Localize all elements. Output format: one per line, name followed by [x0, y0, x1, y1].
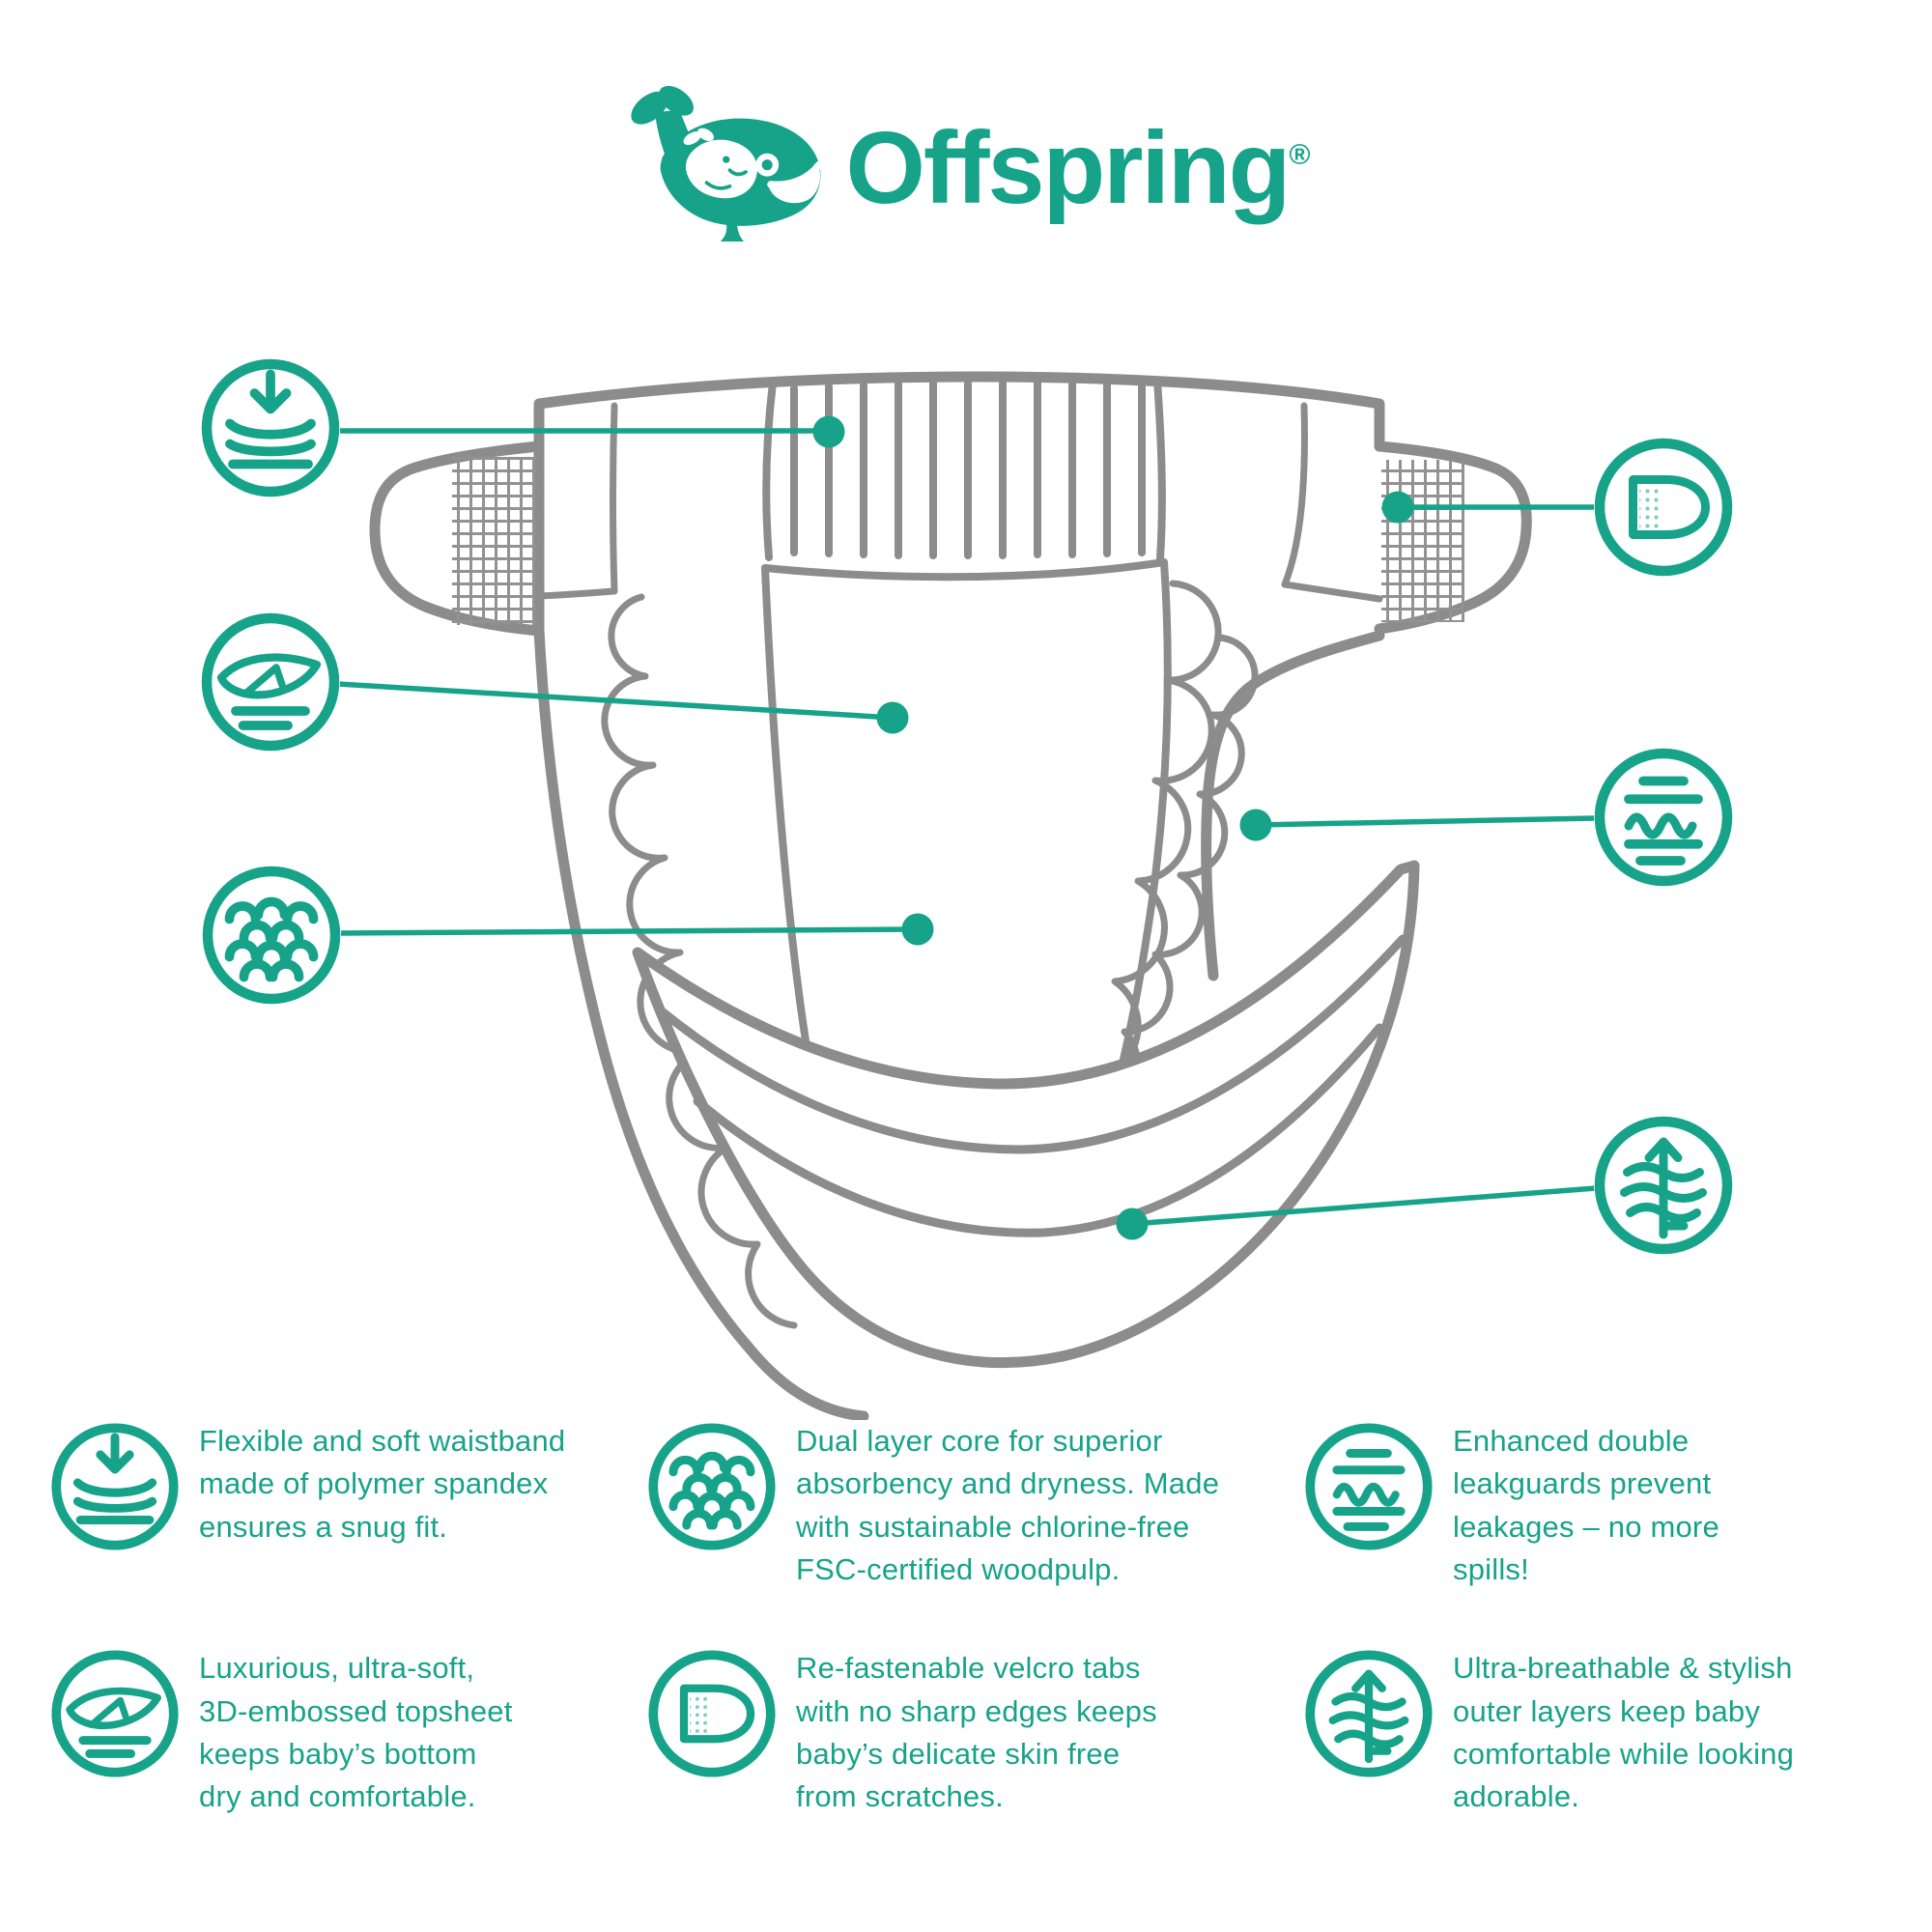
feature-velcro-tabs-text: Re-fastenable velcro tabs with no sharp …: [796, 1651, 1157, 1814]
feature-outer-layers-text: Ultra-breathable & stylish outer layers …: [1453, 1651, 1795, 1814]
diagram-icons: [201, 358, 1733, 1255]
callout-dots: [812, 415, 1414, 1240]
feature-leakguards-text: Enhanced double leakguards prevent leaka…: [1453, 1424, 1719, 1586]
outer-layer-band: [632, 860, 1420, 1369]
callout-dot-waistband: [812, 415, 845, 448]
callout-line-core: [340, 926, 919, 936]
diaper-illustration: [369, 371, 1532, 1420]
right-tab-velcro-patch: [1381, 460, 1464, 622]
brand-name: Offspring®: [845, 103, 1310, 219]
right-ruffles-outer: [1084, 634, 1259, 1111]
callout-dot-velcro: [1381, 491, 1414, 524]
diaper-outline: [533, 371, 1385, 636]
left-outer-edge: [533, 625, 869, 1420]
feature-velcro-tabs: Re-fastenable velcro tabs with no sharp …: [645, 1647, 1302, 1818]
feature-waistband: Flexible and soft waistband made of poly…: [48, 1420, 645, 1591]
feature-waistband-text: Flexible and soft waistband made of poly…: [199, 1424, 566, 1544]
whale-icon: [631, 85, 823, 242]
feature-topsheet: Luxurious, ultra-soft, 3D-embossed topsh…: [48, 1647, 645, 1818]
waist-inner-lines: [535, 402, 1383, 603]
callout-line-topsheet: [337, 681, 894, 721]
leakguard-lines-icon: [1302, 1420, 1435, 1553]
brand-name-text: Offspring: [845, 111, 1291, 225]
waistband-stripes: [762, 377, 1166, 562]
absorbent-waves-icon: [645, 1420, 779, 1553]
fastener-tab-icon: [645, 1647, 779, 1780]
callout-line-outer-layer: [1131, 1185, 1597, 1227]
compress-arrow-icon: [48, 1420, 182, 1553]
callout-dot-outer-layer: [1116, 1208, 1149, 1240]
right-outer-edge: [1201, 630, 1385, 981]
callout-line-leakguard: [1255, 815, 1596, 828]
brand-logo: Offspring®: [0, 81, 1932, 242]
breathable-arrow-icon: [1302, 1647, 1435, 1780]
callout-dot-core: [901, 913, 934, 946]
callout-dot-leakguard: [1239, 809, 1272, 841]
feature-leakguards: Enhanced double leakguards prevent leaka…: [1302, 1420, 1930, 1591]
feature-dual-layer-core-text: Dual layer core for superior absorbency …: [796, 1424, 1220, 1586]
feature-topsheet-text: Luxurious, ultra-soft, 3D-embossed topsh…: [199, 1651, 513, 1814]
registered-trademark: ®: [1289, 139, 1311, 171]
callout-dot-topsheet: [876, 701, 909, 734]
left-tab-velcro-patch: [452, 457, 537, 625]
diaper-diagram: [201, 358, 1733, 1420]
feather-icon: [48, 1647, 182, 1780]
feature-outer-layers: Ultra-breathable & stylish outer layers …: [1302, 1647, 1930, 1818]
feature-dual-layer-core: Dual layer core for superior absorbency …: [645, 1420, 1302, 1591]
features-grid: Flexible and soft waistband made of poly…: [0, 1420, 1932, 1819]
left-ruffles: [601, 593, 798, 1329]
callout-lines: [337, 428, 1597, 1227]
